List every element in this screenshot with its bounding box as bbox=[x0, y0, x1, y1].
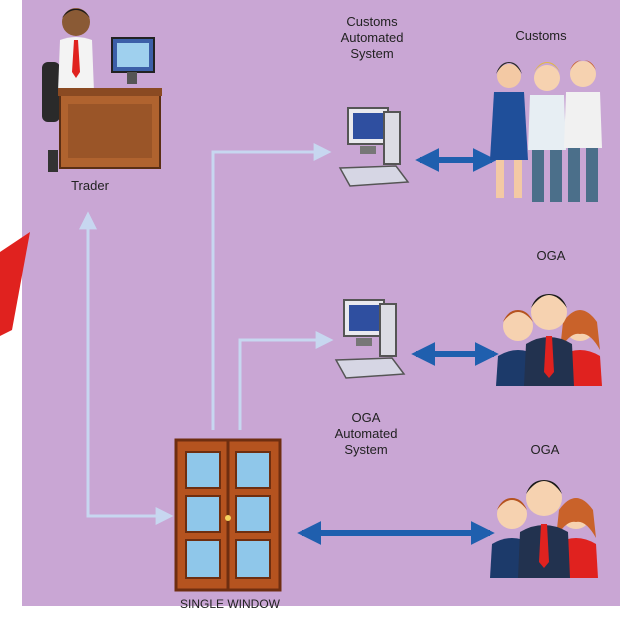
trader-label: Trader bbox=[71, 178, 109, 193]
trader-connector bbox=[79, 211, 174, 525]
oga-computer-icon bbox=[334, 299, 406, 379]
customs-label: Customs bbox=[515, 28, 567, 43]
oga-bottom-label: OGA bbox=[530, 442, 560, 457]
oga-system-label: OGA Automated System bbox=[334, 410, 398, 457]
trader-icon bbox=[42, 8, 162, 172]
single-window-label: SINGLE WINDOW bbox=[179, 597, 280, 611]
customs-system-connector bbox=[211, 143, 332, 430]
single-window-icon bbox=[174, 438, 282, 592]
customs-officers-icon bbox=[490, 60, 602, 202]
oga-top-label: OGA bbox=[536, 248, 566, 263]
oga-system-connector bbox=[238, 331, 334, 430]
customs-system-label: Customs Automated System bbox=[340, 14, 404, 61]
oga-officials-bottom-icon bbox=[490, 480, 598, 578]
customs-computer-icon bbox=[338, 107, 410, 187]
oga-officials-top-icon bbox=[496, 294, 602, 386]
red-accent bbox=[0, 232, 30, 336]
